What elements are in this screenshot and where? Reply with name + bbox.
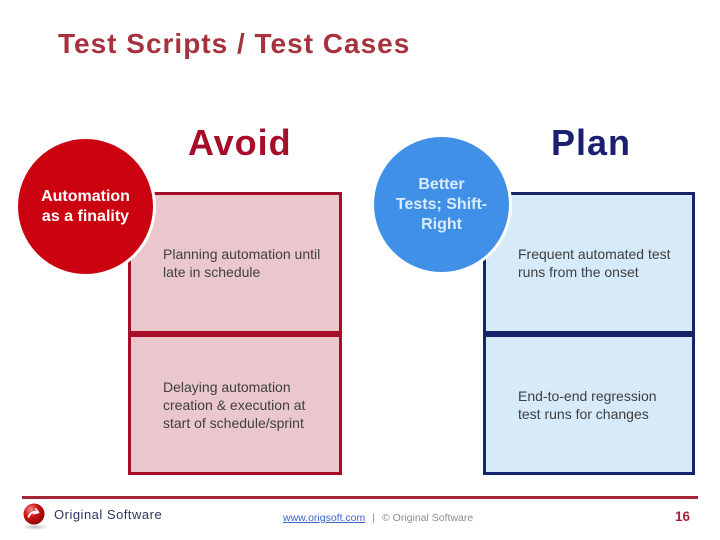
footer-separator: | (372, 512, 376, 524)
slide-title: Test Scripts / Test Cases (58, 28, 411, 59)
plan-box-2-text: End-to-end regression test runs for chan… (518, 387, 657, 422)
page-number: 16 (674, 509, 690, 524)
avoid-bubble-label: Automation as a finality (41, 187, 130, 225)
plan-box-1: Frequent automated test runs from the on… (483, 192, 695, 334)
logo-sphere-icon (23, 503, 45, 525)
avoid-bubble: Automation as a finality (15, 136, 156, 277)
plan-bubble: Better Tests; Shift-Right (371, 134, 512, 275)
plan-box-1-text: Frequent automated test runs from the on… (518, 246, 671, 280)
footer-copyright: © Original Software (382, 512, 474, 524)
logo-shadow (21, 524, 49, 530)
avoid-box-1-text: Planning automation until late in schedu… (163, 246, 321, 280)
footer-meta: www.origsoft.com | © Original Software (283, 512, 473, 524)
avoid-box-2: Delaying automation creation & execution… (128, 334, 342, 475)
logo-wordmark: Original Software (54, 506, 163, 522)
plan-box-2: End-to-end regression test runs for chan… (483, 334, 695, 475)
avoid-box-1: Planning automation until late in schedu… (128, 192, 342, 334)
avoid-box-2-text: Delaying automation creation & execution… (163, 378, 306, 431)
plan-heading: Plan (551, 122, 632, 163)
avoid-heading: Avoid (188, 122, 292, 163)
plan-bubble-label: Better Tests; Shift-Right (395, 175, 488, 233)
footer-divider-line (22, 496, 698, 499)
original-software-logo: Original Software (21, 503, 163, 530)
website-link[interactable]: www.origsoft.com (283, 512, 366, 524)
